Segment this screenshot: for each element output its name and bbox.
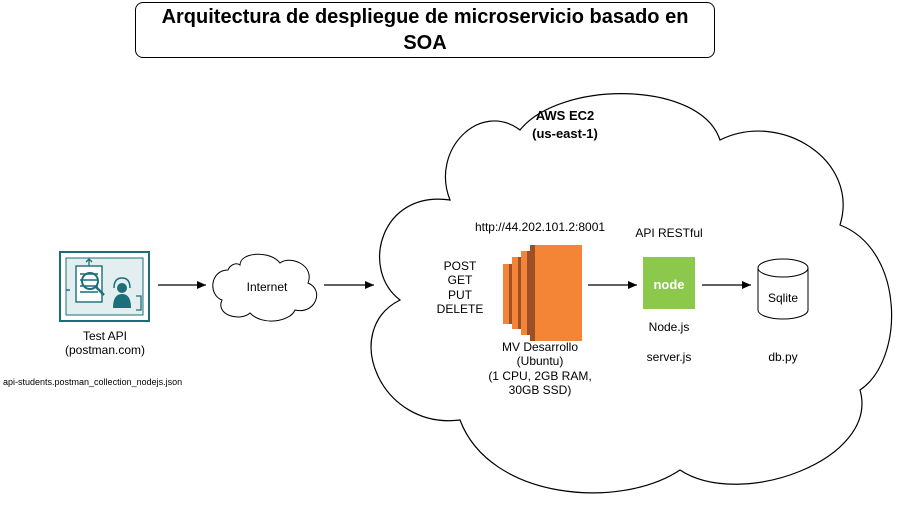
- aws-ec2-label: AWS EC2: [535, 108, 595, 123]
- aws-region-label: (us-east-1): [532, 126, 598, 141]
- nodejs-logo-icon: node: [643, 257, 695, 309]
- http-method-post: POST: [443, 259, 477, 273]
- vm-specs-line2: 30GB SSD): [508, 383, 572, 397]
- vm-name-label: MV Desarrollo: [501, 340, 579, 354]
- aws-cloud-shape: [370, 93, 893, 494]
- server-file-label: server.js: [646, 350, 692, 364]
- ec2-instance-icon: [503, 245, 582, 341]
- diagram-title: Arquitectura de despliegue de microservi…: [135, 2, 715, 58]
- http-method-get: GET: [447, 273, 473, 287]
- sqlite-database-icon: [757, 258, 809, 320]
- nodejs-logo-text: node: [653, 277, 684, 292]
- internet-label: Internet: [246, 280, 288, 294]
- vm-url-label: http://44.202.101.2:8001: [474, 220, 606, 234]
- db-file-label: db.py: [768, 350, 798, 364]
- test-api-icon: [59, 251, 150, 322]
- http-method-delete: DELETE: [436, 302, 484, 316]
- vm-specs-line1: (1 CPU, 2GB RAM,: [488, 369, 592, 383]
- collection-file-label: api-students.postman_collection_nodejs.j…: [3, 377, 183, 387]
- test-api-label: Test API: [82, 329, 128, 343]
- http-method-put: PUT: [448, 288, 472, 302]
- nodejs-label: Node.js: [648, 320, 690, 334]
- sqlite-label: Sqlite: [767, 291, 799, 305]
- internet-cloud-shape: [212, 253, 318, 322]
- postman-site-label: (postman.com): [64, 343, 146, 357]
- vm-os-label: (Ubuntu): [516, 354, 564, 368]
- api-restful-label: API RESTful: [635, 226, 703, 240]
